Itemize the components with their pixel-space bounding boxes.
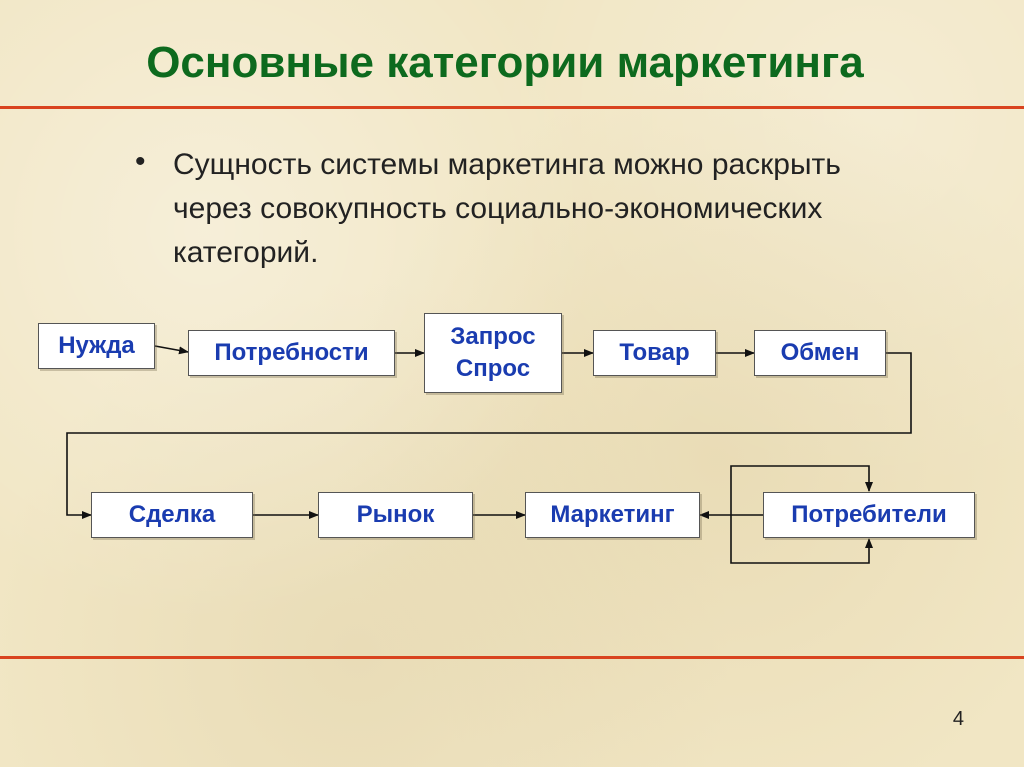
- bottom-divider: [0, 656, 1024, 659]
- node-marketing: Маркетинг: [525, 492, 700, 538]
- node-deal-label: Сделка: [128, 501, 216, 528]
- node-marketing-label: Маркетинг: [550, 501, 675, 528]
- slide-title: Основные категории маркетинга: [146, 38, 864, 87]
- node-goods-label: Товар: [619, 339, 690, 366]
- node-need: Нужда: [38, 323, 155, 369]
- node-market: Рынок: [318, 492, 473, 538]
- bullet-text: Сущность системы маркетинга можно раскры…: [173, 148, 841, 269]
- node-demand-label: Спрос: [455, 355, 531, 382]
- page-number: 4: [952, 708, 964, 730]
- node-needs: Потребности: [188, 330, 395, 376]
- node-consumers: Потребители: [763, 492, 975, 538]
- edge-consumers-loop-top: [730, 465, 873, 515]
- node-deal: Сделка: [91, 492, 253, 538]
- edge-need-needs: [154, 345, 189, 355]
- top-divider: [0, 106, 1024, 109]
- node-need-label: Нужда: [58, 332, 135, 359]
- edge-consumers-loop-bottom: [730, 515, 873, 564]
- node-goods: Товар: [593, 330, 716, 376]
- node-needs-label: Потребности: [214, 339, 369, 366]
- bullet-marker: •: [135, 145, 146, 178]
- node-exchange: Обмен: [754, 330, 886, 376]
- node-market-label: Рынок: [356, 501, 435, 528]
- node-request-label: Запрос: [450, 323, 536, 350]
- node-consumers-label: Потребители: [791, 501, 947, 528]
- node-request-demand: Запрос Спрос: [424, 313, 562, 393]
- node-exchange-label: Обмен: [780, 339, 860, 366]
- edge-exchange-deal: [66, 352, 912, 519]
